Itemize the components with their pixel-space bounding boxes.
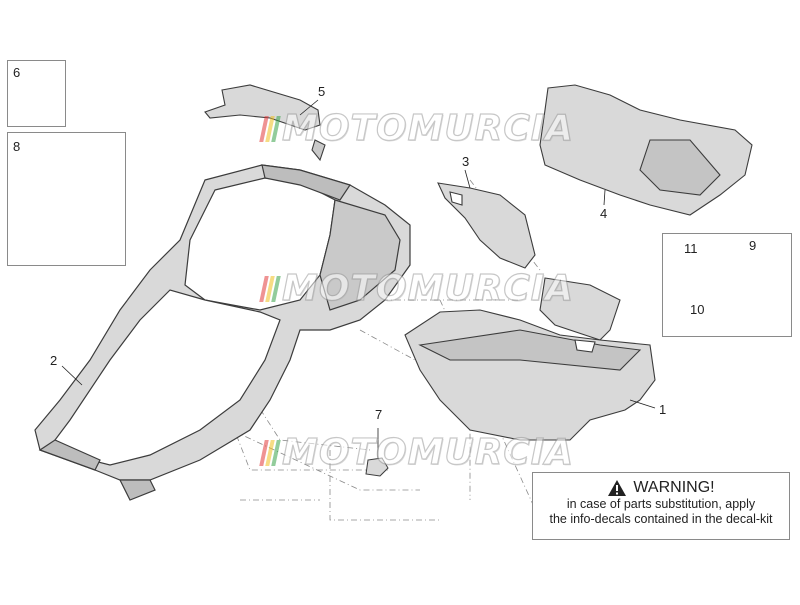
callout-8: 8 [13,139,21,154]
part-7-clip [365,457,389,477]
callout-2: 2 [50,353,58,368]
callout-10: 10 [690,302,705,317]
inset-box-part-8 [7,132,126,266]
callout-5: 5 [318,84,326,99]
part-1-storage-compartment [404,277,656,441]
callout-1: 1 [659,402,667,417]
callout-3: 3 [462,154,470,169]
inset-box-part-6 [7,60,66,127]
warning-line-2: the info-decals contained in the decal-k… [549,512,773,526]
callout-4: 4 [600,206,608,221]
part-4-seat-cover [539,84,753,216]
callout-7: 7 [375,407,383,422]
warning-title: WARNING! [633,479,715,496]
callout-11: 11 [684,241,698,256]
part-3-panel [437,182,536,269]
part-5-bracket [204,84,326,162]
warning-title-row: WARNING! [533,479,789,497]
part-2-inner-shield [34,164,411,501]
warning-box: WARNING! in case of parts substitution, … [532,472,790,540]
warning-line-1: in case of parts substitution, apply [566,497,756,511]
callout-9: 9 [749,238,757,253]
warning-triangle-icon [608,480,627,496]
inset-box-hardware [662,233,792,337]
callout-6: 6 [13,65,21,80]
